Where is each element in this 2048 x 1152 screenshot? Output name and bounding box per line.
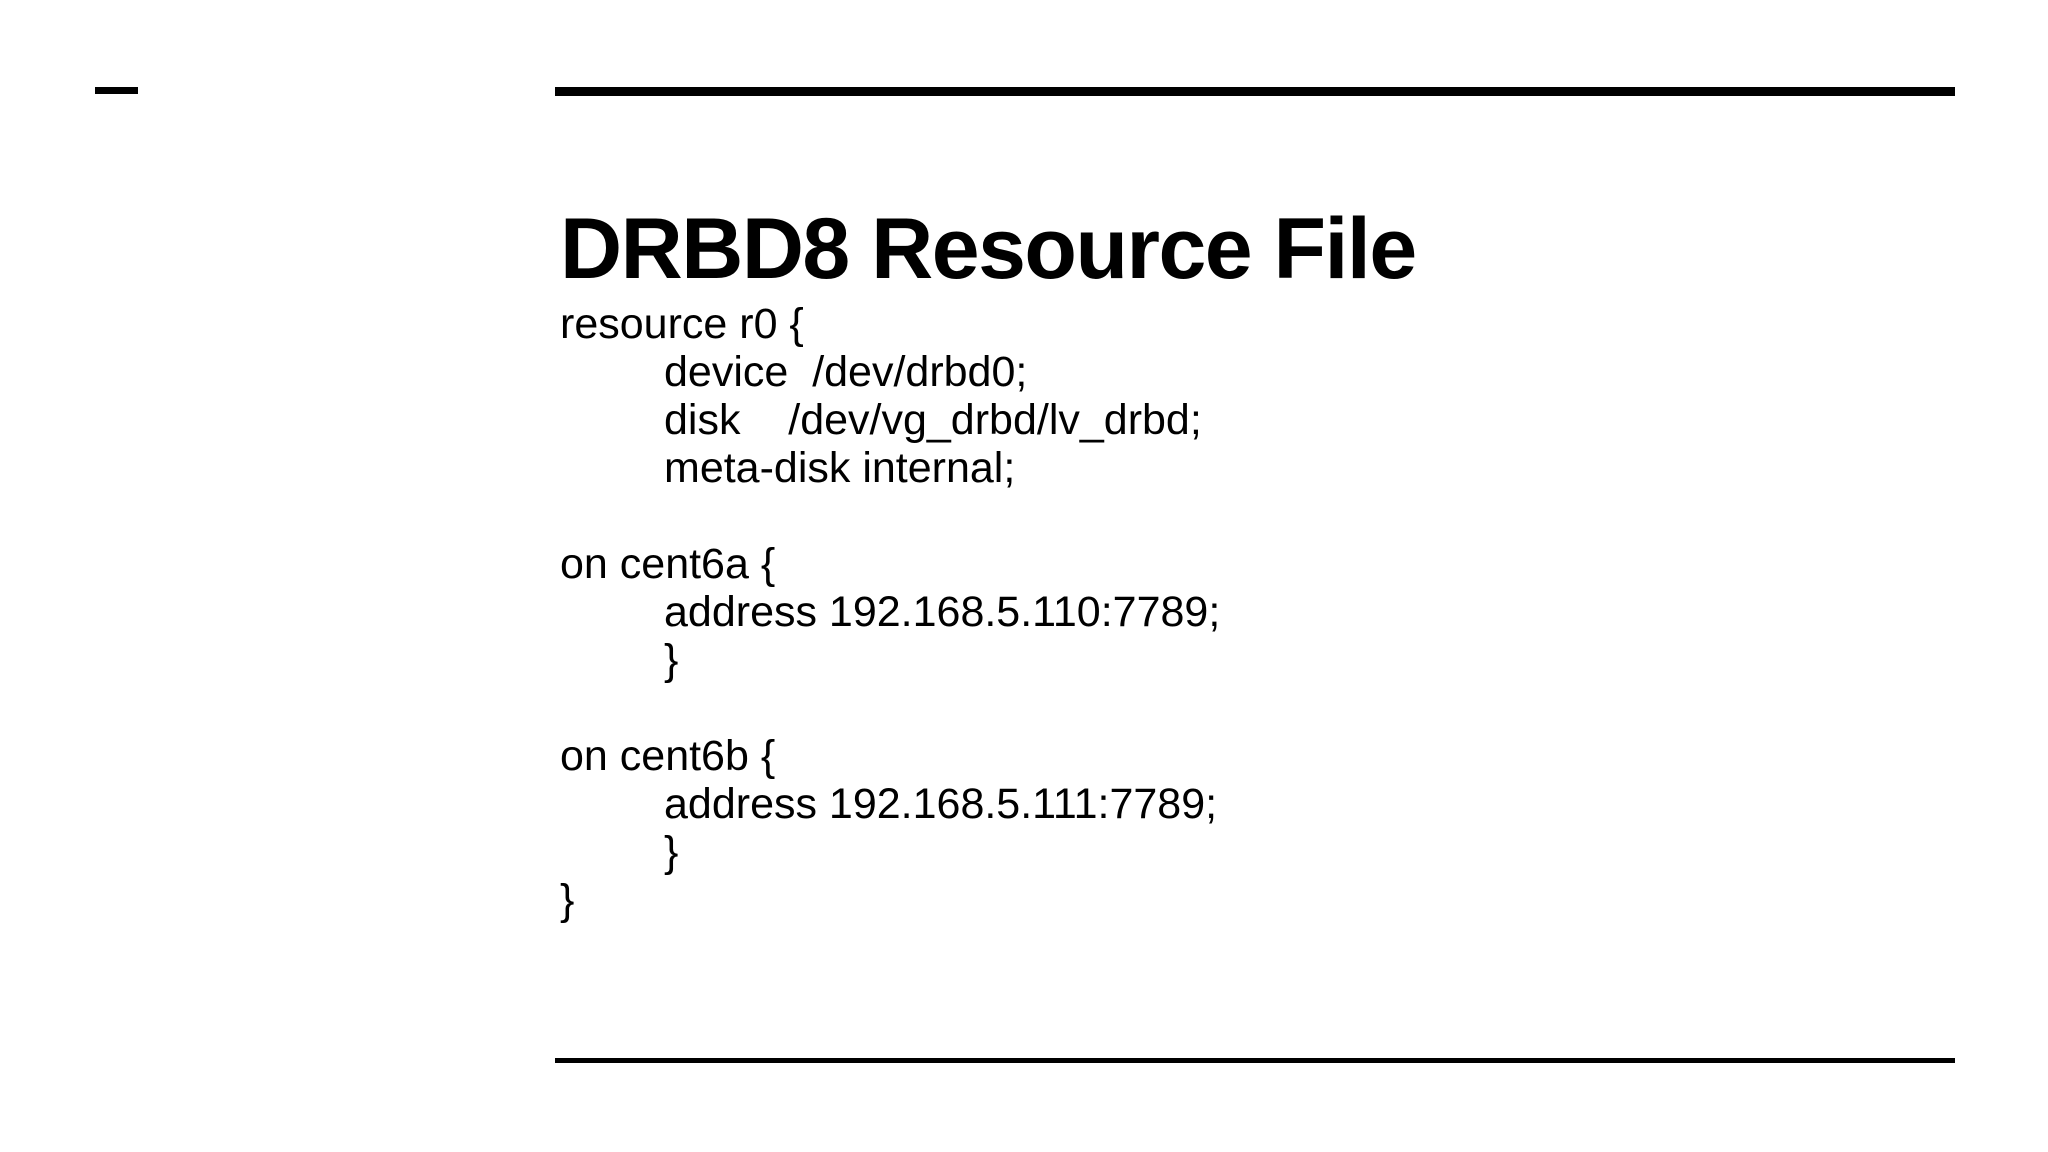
- header-divider: [555, 87, 1955, 96]
- page-title: DRBD8 Resource File: [560, 200, 1417, 297]
- code-line: }: [560, 876, 575, 924]
- code-line: device /dev/drbd0;: [664, 348, 1028, 396]
- dash-mark-icon: [95, 87, 138, 94]
- code-line: on cent6b {: [560, 732, 776, 780]
- code-line: disk /dev/vg_drbd/lv_drbd;: [664, 396, 1202, 444]
- code-line: on cent6a {: [560, 540, 776, 588]
- code-line: }: [664, 828, 679, 876]
- code-line: }: [664, 636, 679, 684]
- code-line-blank: [560, 492, 1960, 540]
- code-line: resource r0 {: [560, 300, 804, 348]
- code-line: meta-disk internal;: [664, 444, 1016, 492]
- code-line-blank: [560, 684, 1960, 732]
- code-block: resource r0 {device /dev/drbd0;disk /dev…: [560, 300, 1960, 924]
- code-line: address 192.168.5.110:7789;: [664, 588, 1221, 636]
- footer-divider: [555, 1058, 1955, 1063]
- code-line: address 192.168.5.111:7789;: [664, 780, 1218, 828]
